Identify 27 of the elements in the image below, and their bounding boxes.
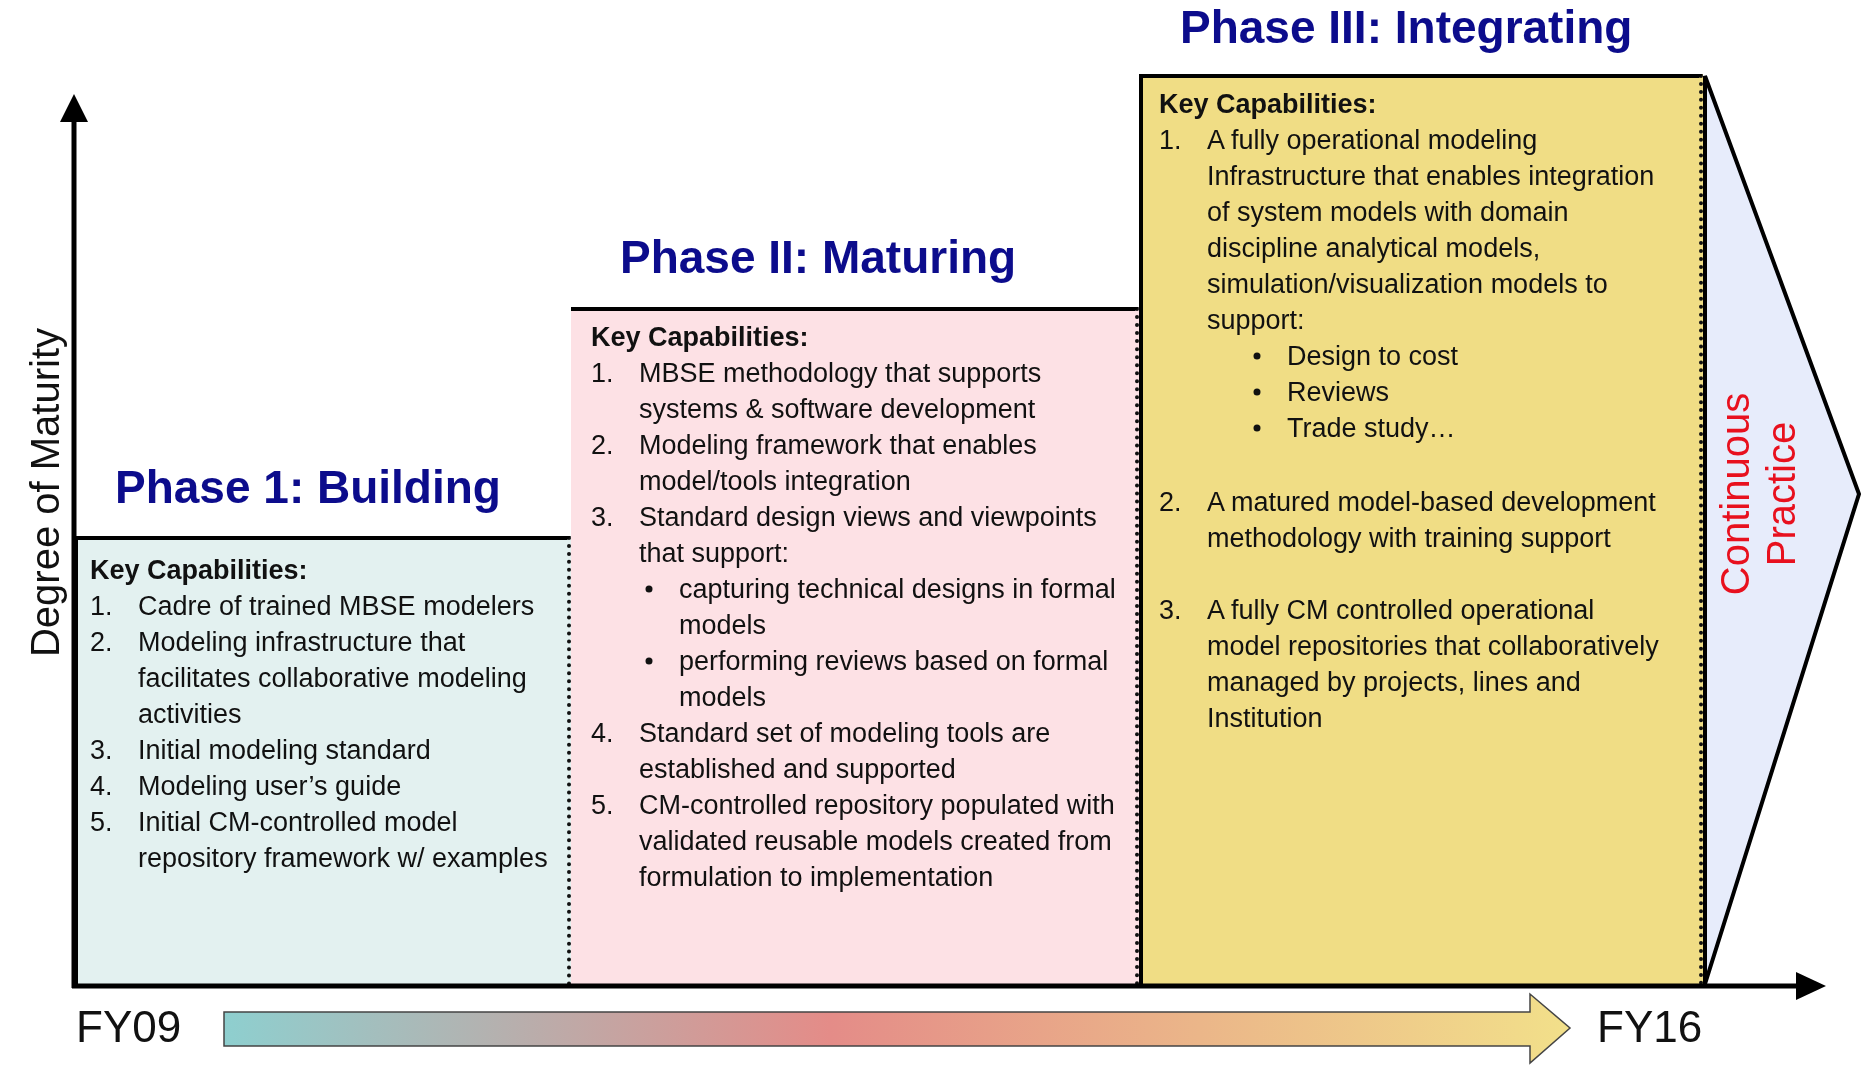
bullet-item: Reviews [1287,377,1390,407]
section-heading: Key Capabilities: [591,321,810,354]
axis-label: FY16 [1597,1002,1703,1052]
numbered-item: 1. A fully operational modeling Infrastructure that enables integration of system models with domain discipline analytical models, simulation/visualization models to support: [1159,124,1656,337]
numbered-item: 3. A fully CM controlled operational model repositories that collaboratively managed by projects, lines and Institution [1159,594,1659,735]
numbered-item: 5. CM-controlled repository populated with validated reusable models created from formulation to implementation [591,789,1116,894]
numbered-item: 4. Standard set of modeling tools are established and supported [591,717,1052,786]
phase-title: Phase III: Integrating [1180,0,1633,54]
numbered-item: 1. Cadre of trained MBSE modelers [90,590,536,623]
numbered-item: 2. Modeling framework that enables model/tools integration [591,429,1038,498]
section-heading: Key Capabilities: [1159,88,1378,121]
bullet-item: Trade study… [1287,413,1456,443]
section-heading: Key Capabilities: [90,554,309,587]
axis-label: FY09 [76,1002,182,1052]
axis-title: Degree of Maturity [22,327,68,659]
numbered-item: 4. Modeling user’s guide [90,770,403,803]
phase-title: Phase II: Maturing [620,230,1017,284]
phase-title: Phase 1: Building [115,460,501,514]
numbered-item: 2. Modeling infrastructure that facilitates collaborative modeling activities [90,626,528,731]
numbered-item: 5. Initial CM-controlled model repository framework w/ examples [90,806,549,875]
numbered-item: 1. MBSE methodology that supports systems & software development [591,357,1043,426]
bullet-item: Design to cost [1287,341,1459,371]
chevron-label: Continuous Practice [1712,391,1804,598]
numbered-item: 2. A matured model-based development methodology with training support [1159,486,1657,555]
numbered-item: 3. Initial modeling standard [90,734,432,767]
bullet-item: performing reviews based on formal models [679,646,1109,712]
numbered-item: 3. Standard design views and viewpoints that support: [591,501,1098,570]
